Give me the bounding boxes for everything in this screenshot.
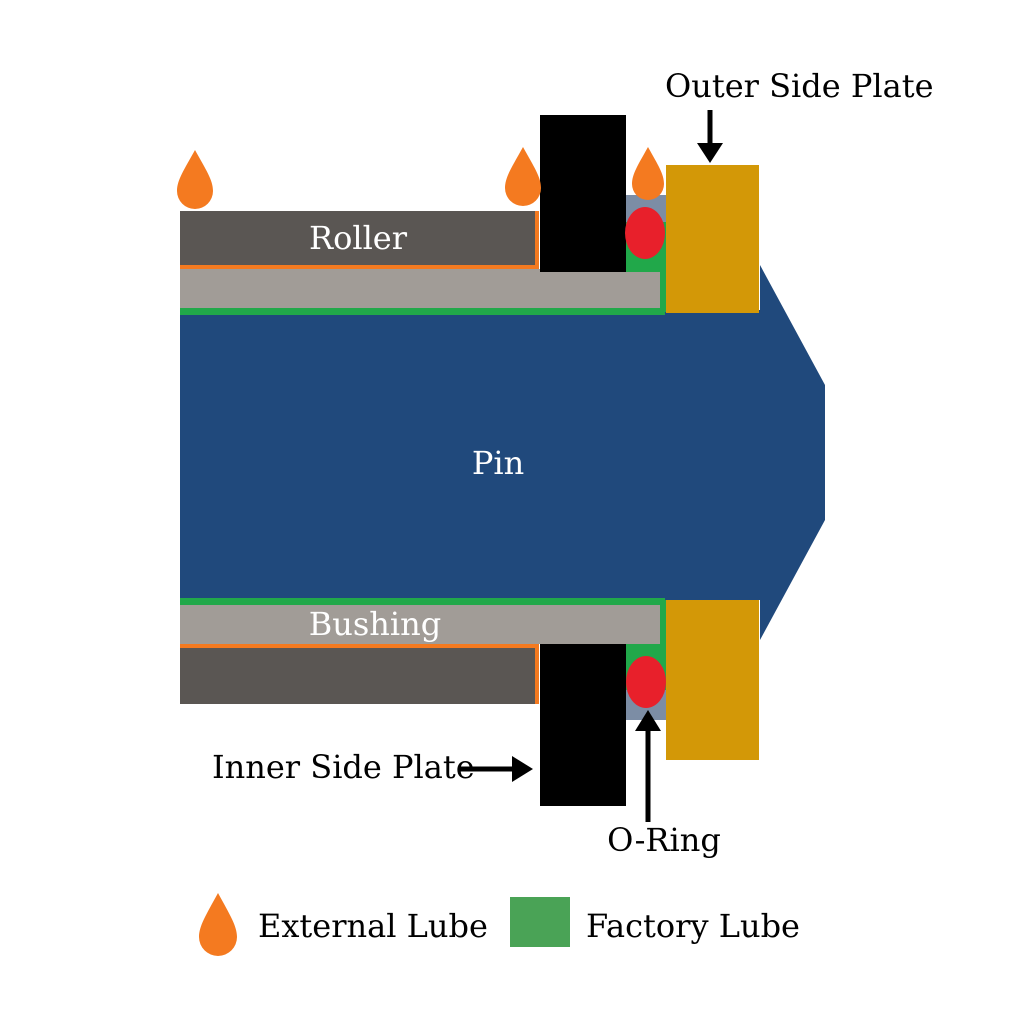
roller-bottom [180,644,539,704]
o-ring-label: O-Ring [607,821,721,859]
pin [180,265,825,640]
legend: External Lube Factory Lube [199,893,800,956]
bushing-top [180,269,660,308]
external-lube-drop-icon [177,150,213,209]
bushing-bottom [180,605,660,644]
o-ring-bottom [626,656,666,708]
pin-label: Pin [472,444,524,482]
external-lube-drop-icon [505,147,541,206]
factory-lube-bushing-end-top [660,260,667,312]
legend-factory-lube-label: Factory Lube [586,907,800,945]
external-lube-film-roller-top [180,265,539,269]
factory-lube-layer-top [180,307,665,315]
factory-lube-layer-bottom [180,598,665,606]
factory-lube-legend-swatch [510,897,570,947]
factory-lube-bushing-end-bottom [660,600,667,652]
outer-side-plate-bottom [666,600,759,760]
outer-side-plate-top [666,165,759,313]
external-lube-legend-drop-icon [199,893,237,956]
external-lube-drop-icon [632,147,664,200]
external-lube-film-roller-bottom [180,644,539,648]
outer-side-plate-arrow-head [697,143,723,163]
roller-top [180,211,539,269]
inner-side-plate-bottom [540,644,626,806]
inner-side-plate-top [540,115,626,272]
outer-side-plate-label: Outer Side Plate [665,67,934,105]
legend-external-lube-label: External Lube [258,907,488,945]
external-lube-film-roller-top-end [535,211,539,269]
o-ring-top [625,207,665,259]
inner-side-plate-arrow-head [512,756,533,782]
inner-side-plate-label: Inner Side Plate [212,748,475,786]
o-ring-arrow-head [635,710,661,731]
external-lube-film-roller-bottom-end [535,644,539,704]
roller-label: Roller [309,219,408,257]
bushing-label: Bushing [309,605,441,643]
